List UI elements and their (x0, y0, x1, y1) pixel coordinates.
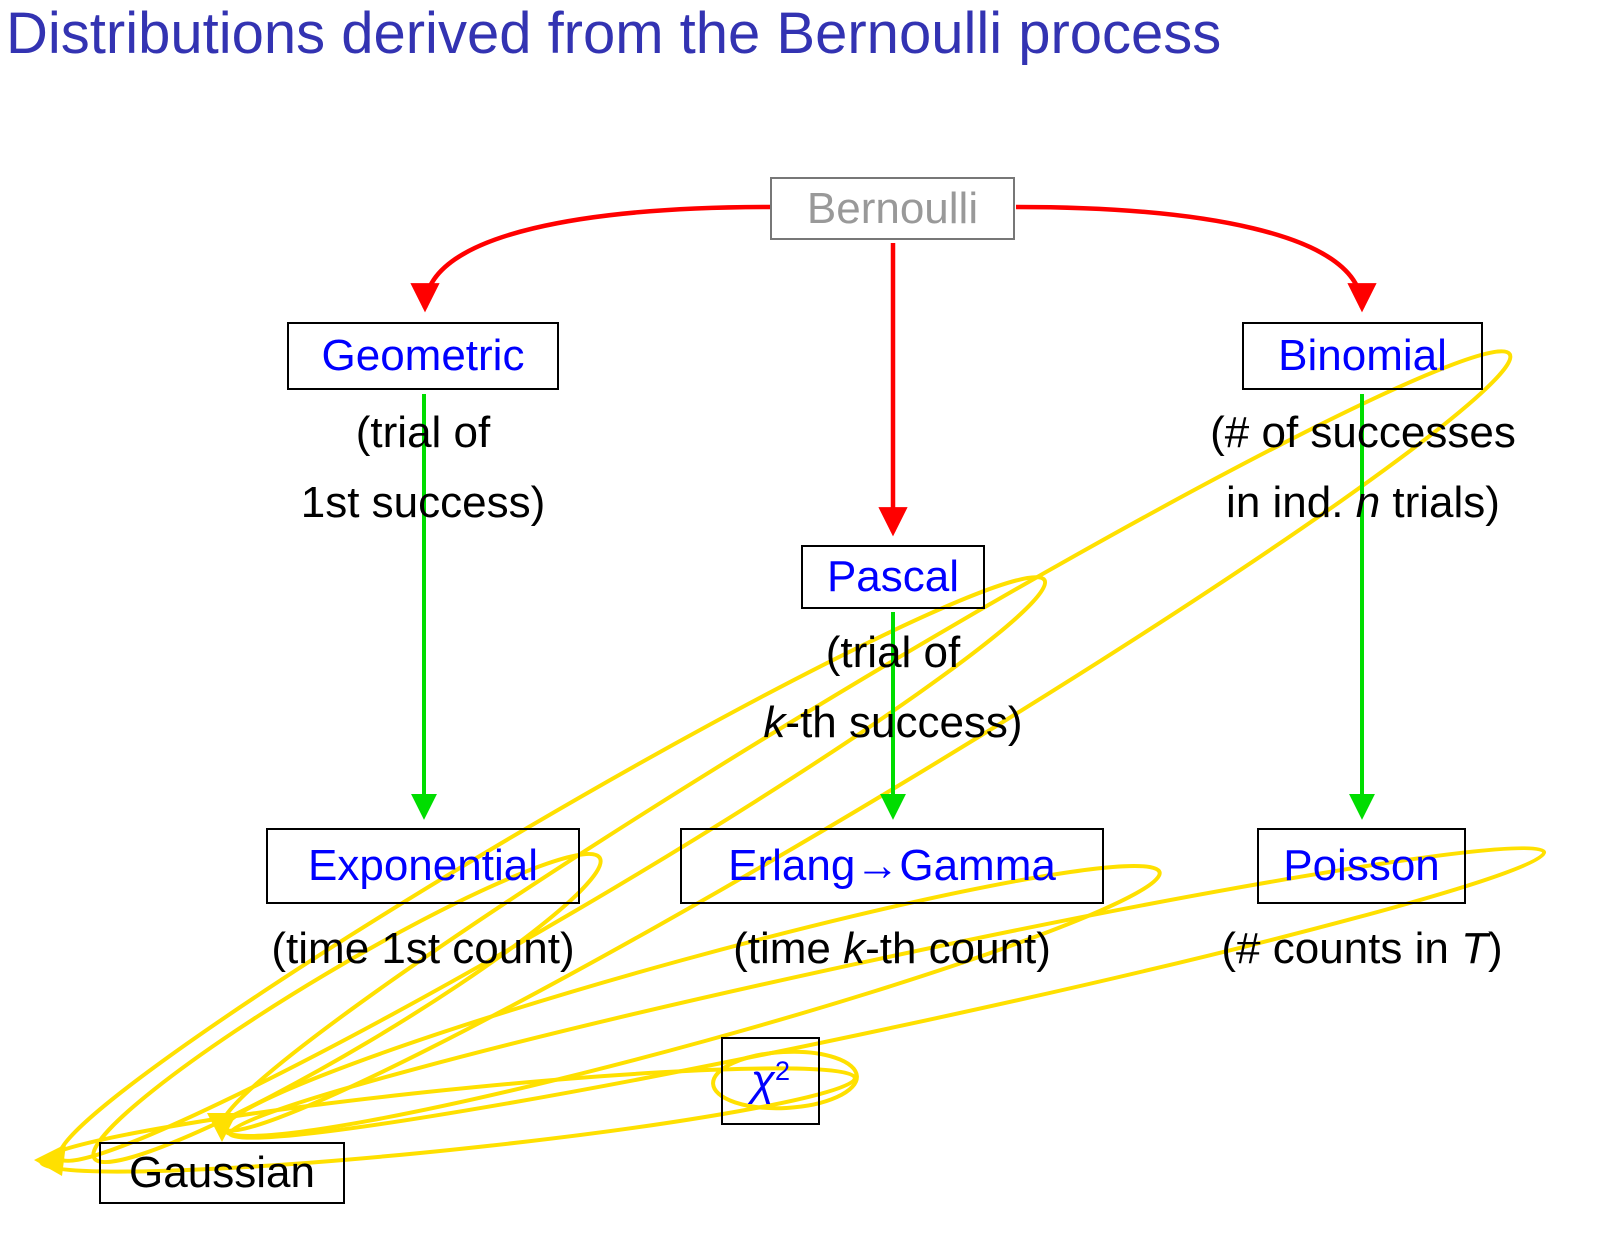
node-bernoulli: Bernoulli (770, 177, 1015, 240)
node-geometric: Geometric (287, 322, 559, 390)
node-binomial: Binomial (1242, 322, 1483, 390)
exponential-caption: (time 1st count) (271, 924, 575, 973)
node-exponential: Exponential (266, 828, 580, 904)
geometric-caption: (trial of 1st success) (301, 398, 546, 539)
edge-bernoulli-binomial (1015, 204, 1377, 313)
yellow-arrowhead-left (34, 1144, 66, 1176)
node-geometric-label: Geometric (321, 331, 525, 380)
node-gaussian-label: Gaussian (129, 1148, 315, 1197)
node-gaussian: Gaussian (99, 1142, 345, 1204)
binomial-caption-line1: (# of successes (1210, 408, 1516, 457)
geometric-caption-line2: 1st success) (300, 478, 546, 528)
lasso-chi-squared (711, 1049, 859, 1111)
node-binomial-label: Binomial (1278, 331, 1447, 380)
node-chi-squared-exponent: 2 (774, 1055, 791, 1087)
pascal-caption-line1: (trial of (825, 628, 961, 677)
node-bernoulli-label: Bernoulli (806, 183, 979, 233)
binomial-caption-line2: in ind. n trials) (1226, 478, 1500, 528)
pascal-caption-line2: k-th success) (763, 698, 1023, 748)
node-pascal-label: Pascal (826, 552, 960, 601)
lasso-poisson-to-gaussian (227, 846, 1547, 1140)
node-erlang-gamma: Erlang→Gamma (680, 828, 1104, 904)
red-edges (410, 204, 1377, 537)
page-title: Distributions derived from the Bernoulli… (6, 1, 1222, 66)
erlang-caption: (time k-th count) (733, 924, 1051, 973)
poisson-caption: (# counts in T) (1221, 924, 1503, 973)
node-exponential-label: Exponential (308, 841, 538, 890)
node-chi-squared-label: χ (750, 1056, 775, 1105)
lasso-exponential-to-gaussian (91, 852, 603, 1164)
green-edges (411, 394, 1375, 820)
geometric-caption-line1: (trial of (355, 408, 491, 457)
yellow-arrowhead-down (207, 1113, 237, 1142)
pascal-caption: (trial of k-th success) (763, 618, 1022, 759)
node-erlang-gamma-label: Erlang→Gamma (728, 841, 1056, 890)
node-poisson-label: Poisson (1283, 841, 1440, 890)
edge-bernoulli-geometric (410, 204, 771, 313)
node-pascal: Pascal (801, 545, 985, 609)
binomial-caption: (# of successes in ind. n trials) (1210, 398, 1516, 539)
yellow-arrowheads (34, 1113, 237, 1176)
node-poisson: Poisson (1257, 828, 1466, 904)
